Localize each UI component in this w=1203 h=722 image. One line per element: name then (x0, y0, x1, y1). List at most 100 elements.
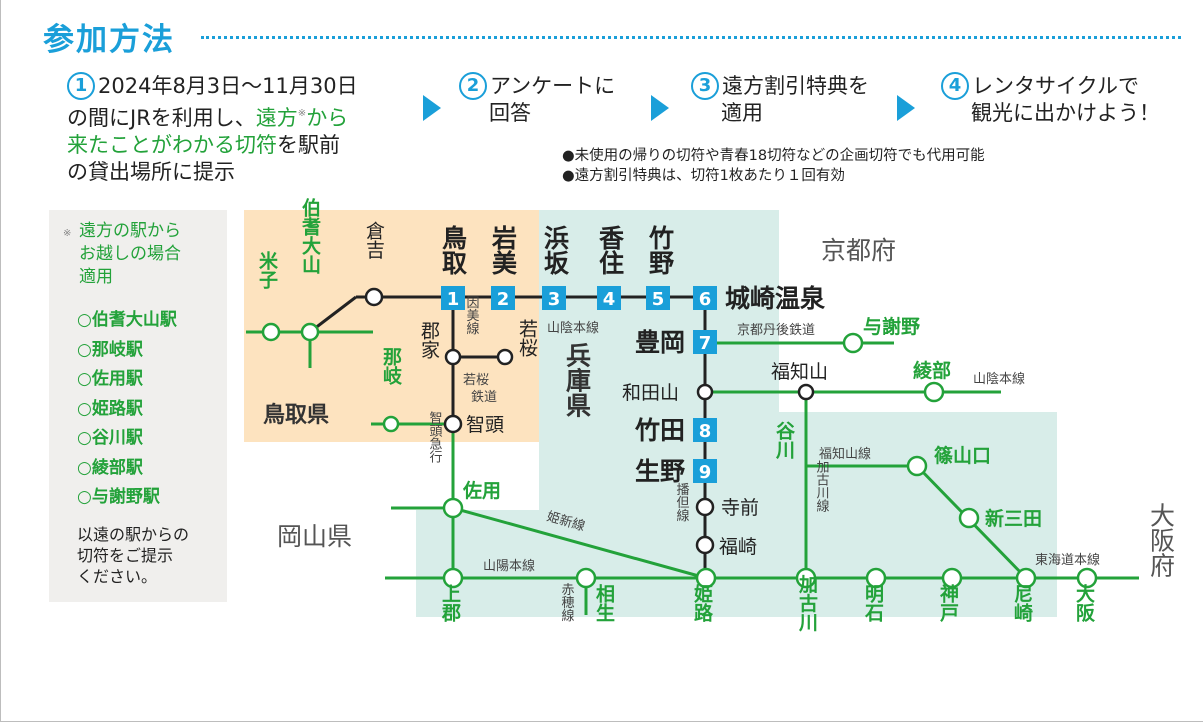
step-3-line-1: 遠方割引特典を (722, 74, 869, 98)
line-label-kakogawa: 加古川線 (814, 460, 830, 512)
station-name-ikuno: 生野 (635, 457, 685, 486)
badge-4 (597, 286, 621, 310)
green-station-names: 米子 伯耆大山 那岐 佐用 上郡 相生 姫路 加古川 明石 神戸 尼崎 大阪 谷… (256, 197, 1095, 632)
far-station-item: ○姫路駅 (77, 398, 143, 419)
station-name-kinosaki: 城崎温泉 (725, 284, 825, 313)
station-name-takeda: 竹田 (634, 416, 685, 445)
step-2-line-1: アンケートに (490, 74, 616, 98)
far-station-item: ○那岐駅 (77, 339, 143, 360)
line-label-sanin-2: 山陰本線 (973, 371, 1025, 387)
badge-num-5: 5 (652, 289, 665, 310)
far-stations-footer-3: ください。 (77, 567, 158, 586)
notes: ●未使用の帰りの切符や青春18切符などの企画切符でも代用可能 ●遠方割引特典は、… (562, 146, 985, 186)
step-1-note-mark: ※ (297, 108, 307, 119)
title-divider (201, 36, 1181, 39)
station-name-teramae: 寺前 (721, 497, 759, 519)
station-dot-shinsanda (958, 507, 980, 529)
badge-num-6: 6 (699, 289, 712, 310)
station-name-wakasa: 若桜 (516, 319, 538, 357)
numbered-station-names: 鳥取 岩美 浜坂 香住 竹野 城崎温泉 豊岡 竹田 生野 (439, 224, 826, 486)
station-name-toyooka: 豊岡 (635, 328, 685, 357)
far-station-item: ○伯耆大山駅 (77, 310, 177, 330)
station-dot-nagi (382, 415, 400, 433)
station-dot-amagasaki (1015, 567, 1037, 589)
pref-osaka: 大阪府 (1147, 503, 1176, 578)
badge-num-4: 4 (603, 289, 616, 310)
station-name-yosano: 与謝野 (863, 315, 920, 338)
far-stations-footer: 以遠の駅からの 切符をご提示 ください。 (77, 524, 189, 587)
station-dot-wadayama (696, 383, 714, 401)
station-name-kakogawa: 加古川 (796, 574, 819, 632)
station-dot-aioi (575, 567, 597, 589)
far-stations-list: ○伯耆大山駅 ○那岐駅 ○佐用駅 ○姫路駅 ○谷川駅 ○綾部駅 ○与謝野駅 (77, 306, 177, 513)
station-dot-hokidaisen (300, 322, 320, 342)
badge-1 (441, 286, 465, 310)
line-label-wakasa-1: 若桜 (463, 372, 489, 388)
station-name-akashi: 明石 (862, 584, 885, 623)
tottori-area (244, 210, 539, 442)
far-station-item: ○佐用駅 (77, 369, 143, 389)
numbered-station-badges: 1 2 3 4 5 6 7 8 9 (441, 286, 717, 483)
line-label-ako: 赤穂線 (559, 583, 575, 622)
line-label-fukuchiyama: 福知山線 (819, 446, 871, 462)
far-stations-title-3: 適用 (79, 267, 113, 287)
station-name-aioi: 相生 (593, 584, 615, 622)
step-1-ticket-phrase: 来たことがわかる切符 (67, 133, 277, 157)
far-stations-panel: ※ 遠方の駅から お越しの場合 適用 ○伯耆大山駅 ○那岐駅 ○佐用駅 ○姫路駅… (49, 210, 227, 602)
far-station-item: ○綾部駅 (77, 457, 143, 478)
step-1-line-4: の貸出場所に提示 (67, 160, 235, 184)
station-name-himeji: 姫路 (691, 583, 713, 623)
badge-num-7: 7 (699, 333, 712, 354)
station-name-fukusaki: 福崎 (719, 536, 757, 558)
station-dot-akashi (865, 567, 887, 589)
badge-num-8: 8 (699, 421, 712, 442)
station-name-wadayama: 和田山 (622, 382, 679, 404)
step-1-from-word: から (306, 106, 349, 130)
station-name-hokidaisen: 伯耆大山 (299, 197, 322, 274)
station-dot-kurayoshi (364, 287, 384, 307)
badge-num-1: 1 (447, 289, 460, 310)
badge-5 (646, 286, 670, 310)
station-dot-kobe (941, 567, 963, 589)
station-name-hamasaka: 浜坂 (541, 225, 570, 276)
step-1-line-3-end: を駅前 (277, 133, 340, 157)
station-dot-teramae (695, 497, 715, 517)
badge-2 (491, 286, 515, 310)
station-dot-yonago (261, 322, 281, 342)
pref-okayama: 岡山県 (277, 522, 352, 551)
station-dot-fukusaki (695, 535, 715, 555)
station-name-sayo: 佐用 (462, 479, 501, 502)
station-name-kobe: 神戸 (937, 583, 959, 623)
far-station-item: ○与謝野駅 (77, 487, 160, 507)
step-arrow-1 (423, 95, 441, 121)
station-name-yonago: 米子 (256, 250, 278, 289)
line-label-sanin-1: 山陰本線 (547, 320, 599, 336)
line-label-wakasa-2: 鉄道 (471, 390, 497, 405)
station-name-takeno: 竹野 (646, 225, 676, 275)
station-dot-koge (444, 348, 462, 366)
station-dot-osaka (1076, 567, 1098, 589)
station-name-amagasaki: 尼崎 (1011, 584, 1033, 623)
station-dot-ayabe (923, 381, 945, 403)
line-label-kyotango: 京都丹後鉄道 (737, 323, 815, 338)
far-stations-title-2: お越しの場合 (79, 244, 181, 264)
step-4-line-2: 観光に出かけよう！ (971, 101, 1160, 125)
badge-num-9: 9 (699, 462, 712, 483)
station-dot-fukuchiyama (797, 383, 815, 401)
far-stations-mark: ※ (63, 228, 72, 239)
page-title: 参加方法 (43, 22, 175, 58)
station-name-osaka: 大阪 (1073, 583, 1095, 623)
station-name-chizu: 智頭 (466, 414, 504, 436)
pref-kyoto: 京都府 (821, 236, 896, 265)
note-1: ●未使用の帰りの切符や青春18切符などの企画切符でも代用可能 (562, 148, 985, 164)
badge-9 (693, 459, 717, 483)
station-markers (261, 287, 1098, 589)
step-arrow-3 (897, 95, 915, 121)
step-4-number: 4 (941, 72, 969, 100)
badge-3 (542, 286, 566, 310)
